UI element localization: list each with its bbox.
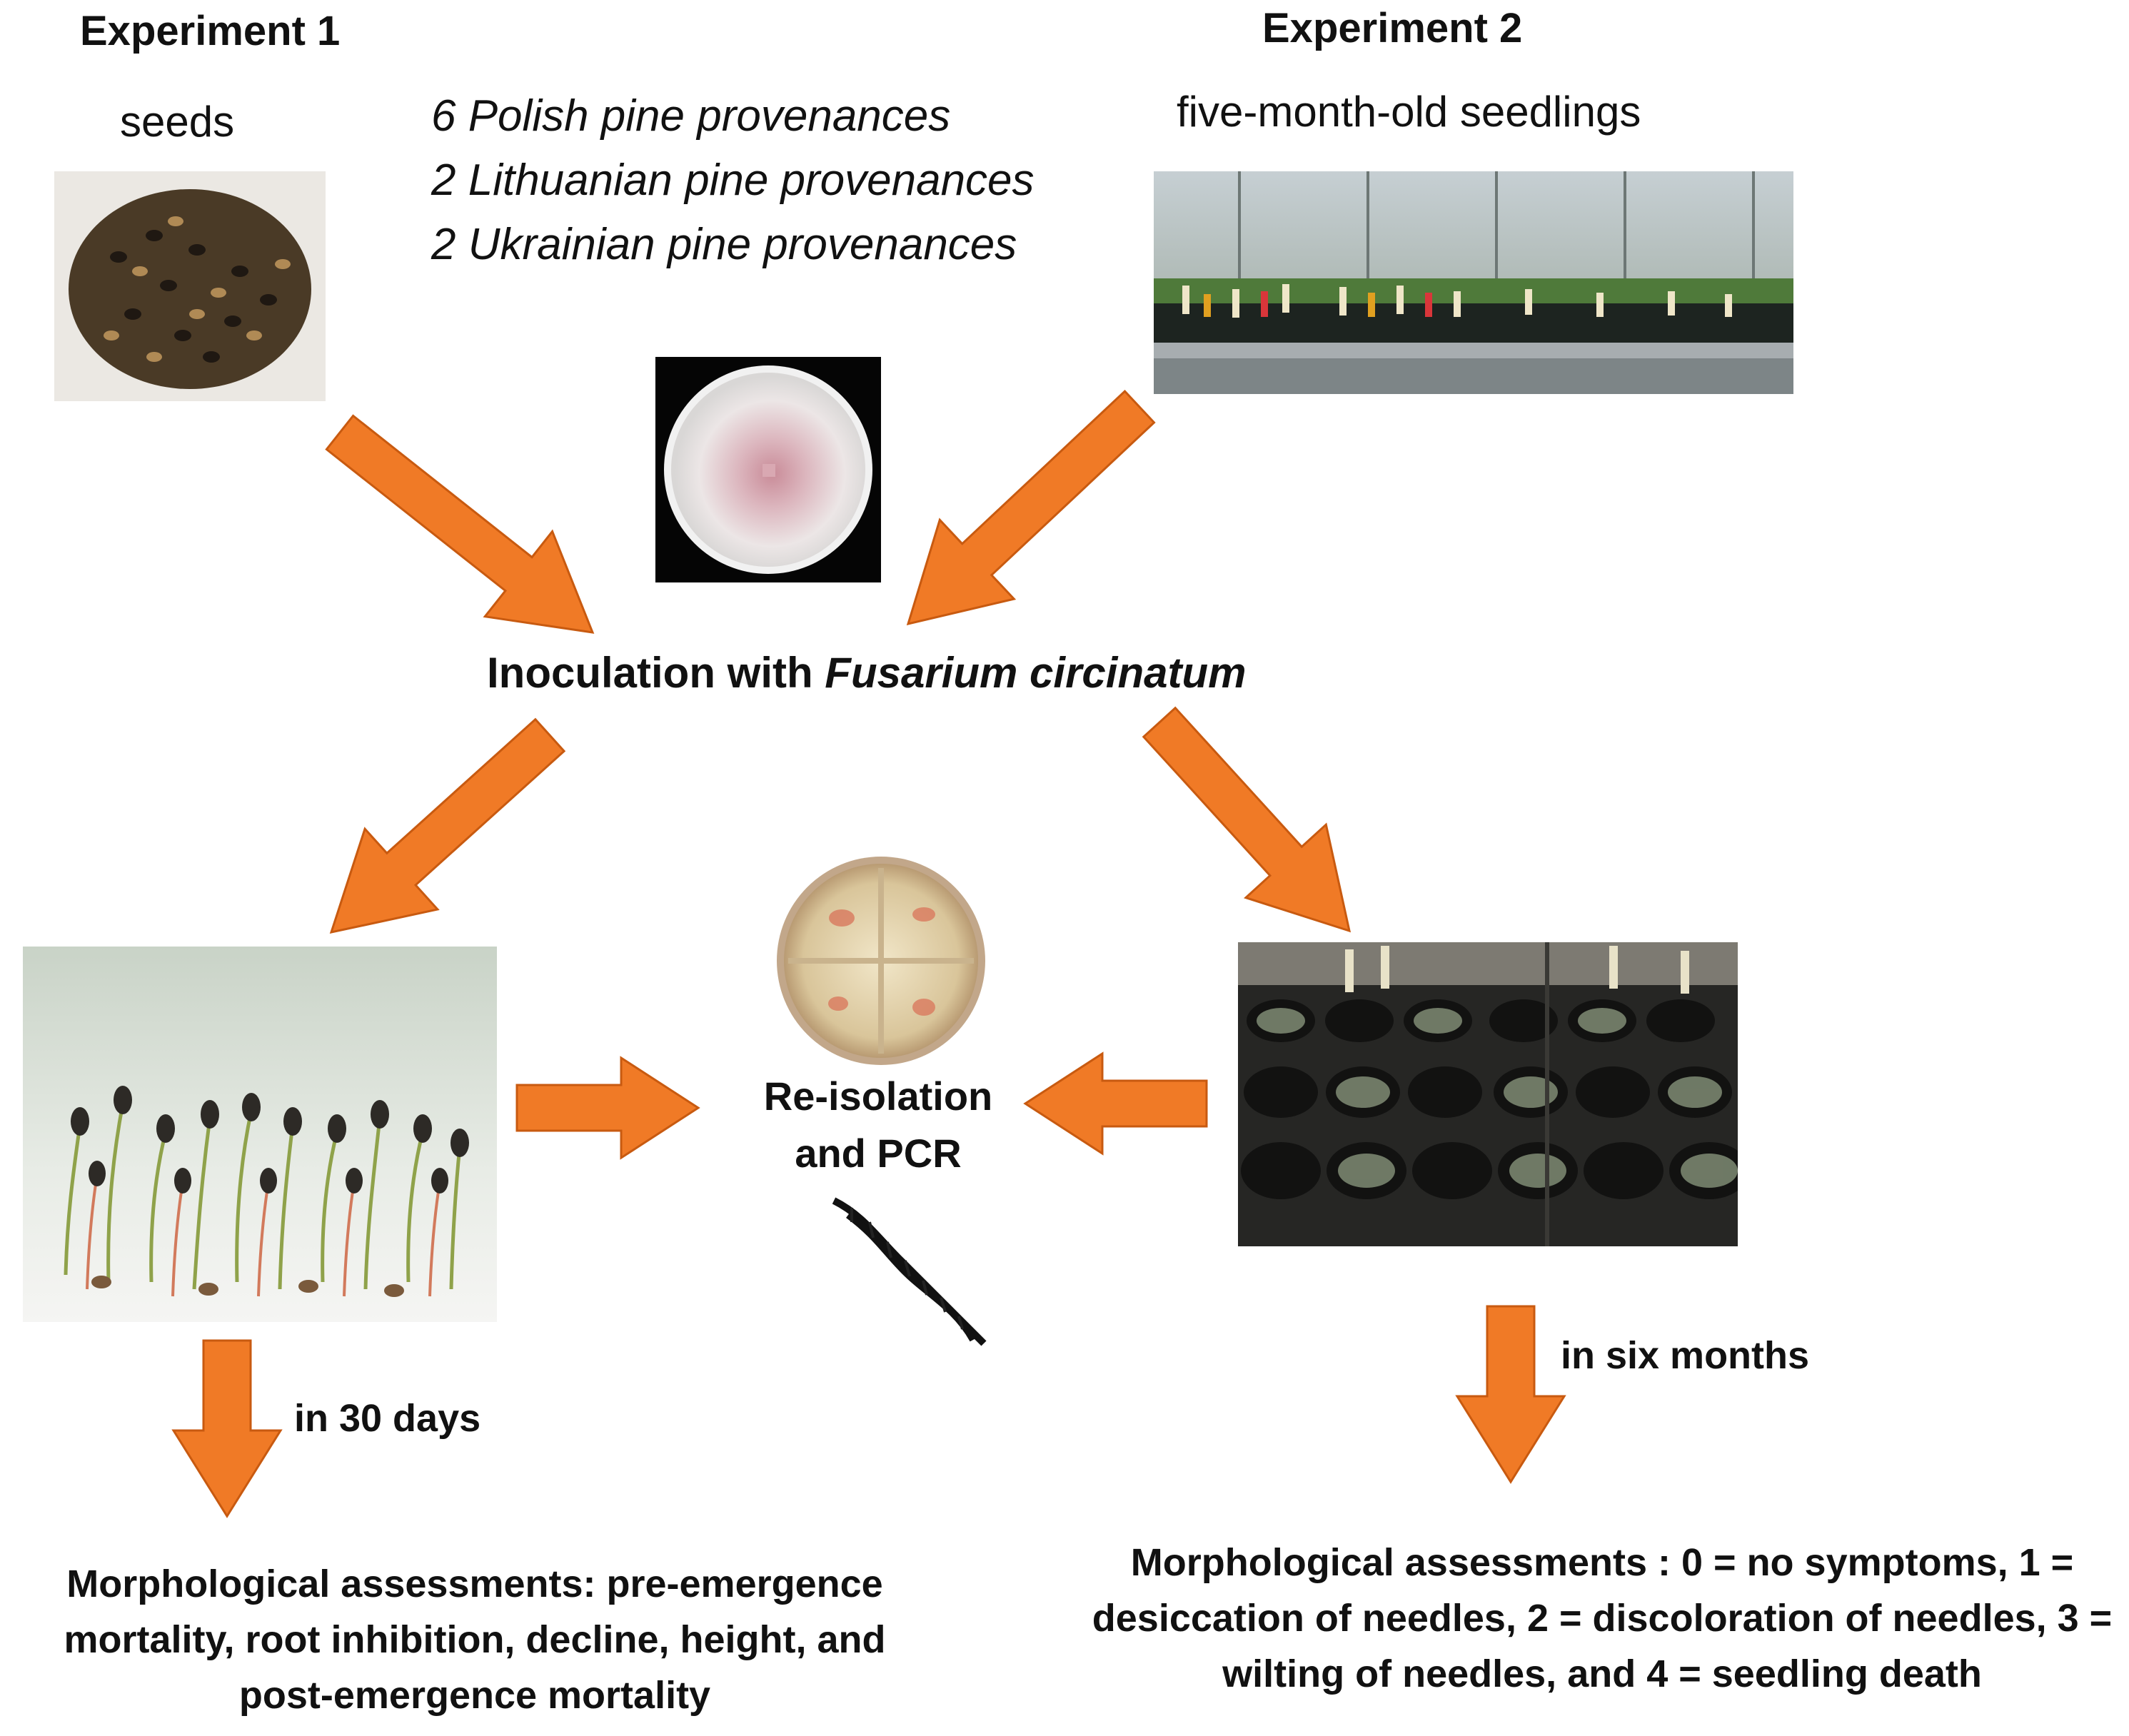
dna-helix-icon bbox=[820, 1186, 1002, 1365]
arrow-experiment1-down bbox=[171, 1339, 283, 1518]
germinated-seedlings-photo bbox=[23, 947, 497, 1322]
reisolation-line2: and PCR bbox=[795, 1131, 962, 1176]
arrow-inoculation-to-germination bbox=[329, 717, 566, 934]
experiment2-heading: Experiment 2 bbox=[1262, 5, 1523, 51]
arrow-germination-to-reisolation bbox=[515, 1056, 700, 1160]
inoculation-label: Inoculation with Fusarium circinatum bbox=[487, 648, 1246, 697]
arrow-seeds-to-inoculation bbox=[325, 414, 595, 634]
reisolation-dish-photo bbox=[774, 854, 988, 1068]
arrow-experiment2-down bbox=[1455, 1305, 1566, 1484]
experiment1-heading: Experiment 1 bbox=[80, 8, 341, 54]
provenance-list: 6 Polish pine provenances 2 Lithuanian p… bbox=[431, 84, 1035, 277]
experiment2-assessment: Morphological assessments : 0 = no sympt… bbox=[1092, 1541, 2113, 1695]
seeds-photo bbox=[54, 171, 326, 401]
arrow-greenhouse-to-inoculation bbox=[906, 389, 1156, 626]
reisolation-line1: Re-isolation bbox=[763, 1074, 993, 1119]
experiment2-material: five-month-old seedlings bbox=[1177, 88, 1641, 136]
experiment1-assessment: Morphological assessments: pre-emergence… bbox=[64, 1563, 886, 1717]
experiment1-duration: in 30 days bbox=[294, 1397, 481, 1440]
greenhouse-seedlings-photo bbox=[1154, 171, 1793, 394]
provenance-polish: 6 Polish pine provenances bbox=[431, 91, 951, 141]
arrow-trays-to-reisolation bbox=[1023, 1051, 1208, 1156]
experiment1-material: seeds bbox=[120, 98, 235, 146]
petri-dish-photo bbox=[655, 357, 881, 582]
infected-seedlings-photo bbox=[1238, 942, 1738, 1246]
provenance-lithuanian: 2 Lithuanian pine provenances bbox=[431, 156, 1035, 205]
experiment2-duration: in six months bbox=[1561, 1334, 1810, 1377]
arrow-inoculation-to-trays bbox=[1142, 706, 1352, 933]
provenance-ukrainian: 2 Ukrainian pine provenances bbox=[431, 220, 1017, 269]
inoculation-prefix: Inoculation with bbox=[487, 649, 825, 697]
reisolation-label: Re-isolation and PCR bbox=[743, 1068, 1014, 1182]
pathogen-name: Fusarium circinatum bbox=[825, 649, 1247, 697]
